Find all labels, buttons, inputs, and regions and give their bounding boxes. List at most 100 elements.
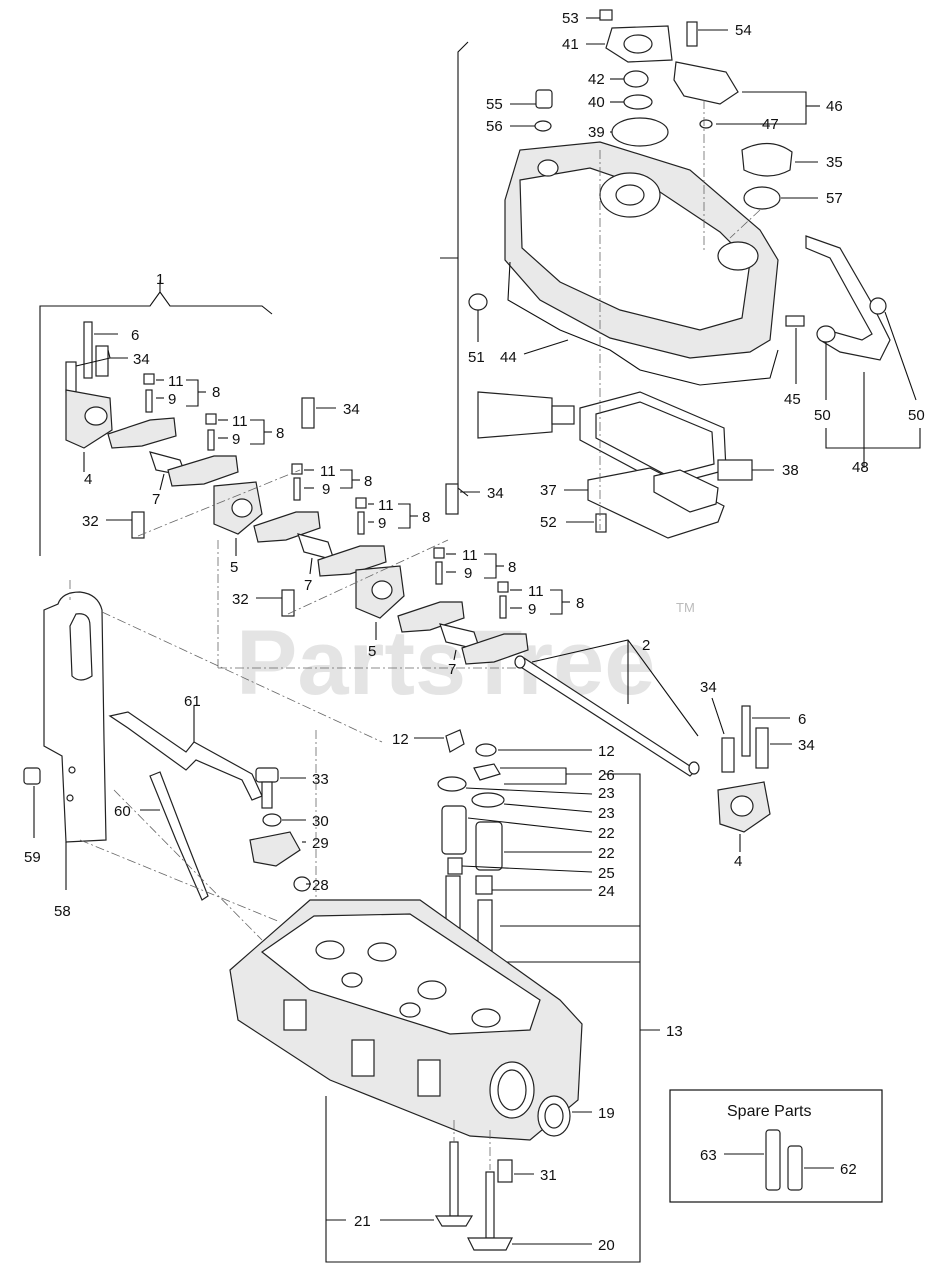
label-25: 25 xyxy=(598,865,615,882)
label-53: 53 xyxy=(562,10,579,27)
cover-port-inner xyxy=(615,184,645,206)
valve-parts-group: 12 12 26 23 23 22 22 25 24 13 xyxy=(325,729,683,1263)
rocker-8b-part xyxy=(167,455,239,487)
bolt-33-part xyxy=(255,767,279,783)
seat-23b-part xyxy=(471,792,505,808)
label-58: 58 xyxy=(54,903,71,920)
cap-40-part xyxy=(623,94,653,110)
wire-61-part xyxy=(108,711,263,801)
nut-11b-part xyxy=(205,413,217,425)
label-7b: 7 xyxy=(304,577,312,594)
clamp-29-part xyxy=(249,831,301,867)
label-32b: 32 xyxy=(232,591,249,608)
label-11a: 11 xyxy=(168,373,184,390)
oring-56-part xyxy=(534,120,552,132)
rocker-arm-assembly: 1 6 34 4 11 9 8 7 11 9 xyxy=(39,271,584,678)
nut-11d-part xyxy=(355,497,367,509)
label-29: 29 xyxy=(312,835,329,852)
label-38: 38 xyxy=(782,462,799,479)
label-9e: 9 xyxy=(464,565,472,582)
nut-11e-part xyxy=(433,547,445,559)
label-9f: 9 xyxy=(528,601,536,618)
clamp-50-part xyxy=(816,325,836,343)
label-60: 60 xyxy=(114,803,131,820)
valve-20-head xyxy=(467,1237,513,1251)
label-11c: 11 xyxy=(320,463,336,480)
label-45: 45 xyxy=(784,391,801,408)
label-35: 35 xyxy=(826,154,843,171)
bolt-34f-part xyxy=(755,727,769,769)
left-bracket-group: 58 59 61 60 33 30 29 28 xyxy=(23,580,383,941)
label-56: 56 xyxy=(486,118,503,135)
cap-51-part xyxy=(468,293,488,311)
seal-24-part xyxy=(475,875,493,895)
label-2: 2 xyxy=(642,637,650,654)
label-26: 26 xyxy=(598,767,615,784)
label-46: 46 xyxy=(826,98,843,115)
label-8d: 8 xyxy=(422,509,430,526)
valve-20-stem xyxy=(485,1171,495,1239)
valves-group: 21 20 31 xyxy=(326,1120,615,1254)
screw-9e-part xyxy=(435,561,443,585)
label-39: 39 xyxy=(588,124,605,141)
label-8b: 8 xyxy=(276,425,284,442)
rocker-8c-part xyxy=(253,511,321,543)
label-51: 51 xyxy=(468,349,485,366)
label-41: 41 xyxy=(562,36,579,53)
sealant-tube xyxy=(477,391,553,439)
cylinder-head-group: 19 xyxy=(229,899,615,1141)
label-34c: 34 xyxy=(487,485,504,502)
label-8a: 8 xyxy=(212,384,220,401)
seat-31-part xyxy=(497,1159,513,1183)
seat-23a-part xyxy=(437,776,467,792)
label-20: 20 xyxy=(598,1237,615,1254)
valve-21-head xyxy=(434,1215,474,1227)
label-34e: 34 xyxy=(798,737,815,754)
sealant-tube-nozzle xyxy=(551,405,575,425)
spring-22a-part xyxy=(441,805,467,855)
label-19: 19 xyxy=(598,1105,615,1122)
label-5b: 5 xyxy=(368,643,376,660)
rocker-shaft-group: 2 xyxy=(514,637,700,777)
label-34b: 34 xyxy=(343,401,360,418)
port-1 xyxy=(283,999,307,1031)
label-8f: 8 xyxy=(576,595,584,612)
label-23b: 23 xyxy=(598,805,615,822)
gasket-44-part xyxy=(507,261,779,386)
port-2 xyxy=(351,1039,375,1077)
label-11d: 11 xyxy=(378,497,394,514)
label-21: 21 xyxy=(354,1213,371,1230)
bolt-32a-part xyxy=(131,511,145,539)
spring-22b-part xyxy=(475,821,503,871)
label-28: 28 xyxy=(312,877,329,894)
label-1: 1 xyxy=(156,271,164,288)
port-3 xyxy=(417,1059,441,1097)
label-59: 59 xyxy=(24,849,41,866)
label-8e: 8 xyxy=(508,559,516,576)
rocker-8d-part xyxy=(317,545,387,577)
label-8c: 8 xyxy=(364,473,372,490)
label-48: 48 xyxy=(852,459,869,476)
screw-53-part xyxy=(599,9,613,21)
label-23a: 23 xyxy=(598,785,615,802)
bolt-32b-part xyxy=(281,589,295,617)
screw-9c-part xyxy=(293,477,301,501)
label-31: 31 xyxy=(540,1167,557,1184)
spare-62-part xyxy=(787,1145,803,1191)
plug-55-part xyxy=(535,89,553,109)
fitting-45-part xyxy=(785,315,805,327)
screw-9b-part xyxy=(207,429,215,451)
label-7a: 7 xyxy=(152,491,160,508)
nut-11a-part xyxy=(143,373,155,385)
label-9c: 9 xyxy=(322,481,330,498)
bracket-13 xyxy=(325,773,641,1263)
bolt-59-part xyxy=(23,767,41,785)
diaphragm-39-part xyxy=(611,117,669,147)
label-52: 52 xyxy=(540,514,557,531)
label-62: 62 xyxy=(840,1161,857,1178)
stud-6b-part xyxy=(741,705,751,757)
label-57: 57 xyxy=(826,190,843,207)
label-50b: 50 xyxy=(908,407,925,424)
screw-9d-part xyxy=(357,511,365,535)
label-4a: 4 xyxy=(84,471,92,488)
